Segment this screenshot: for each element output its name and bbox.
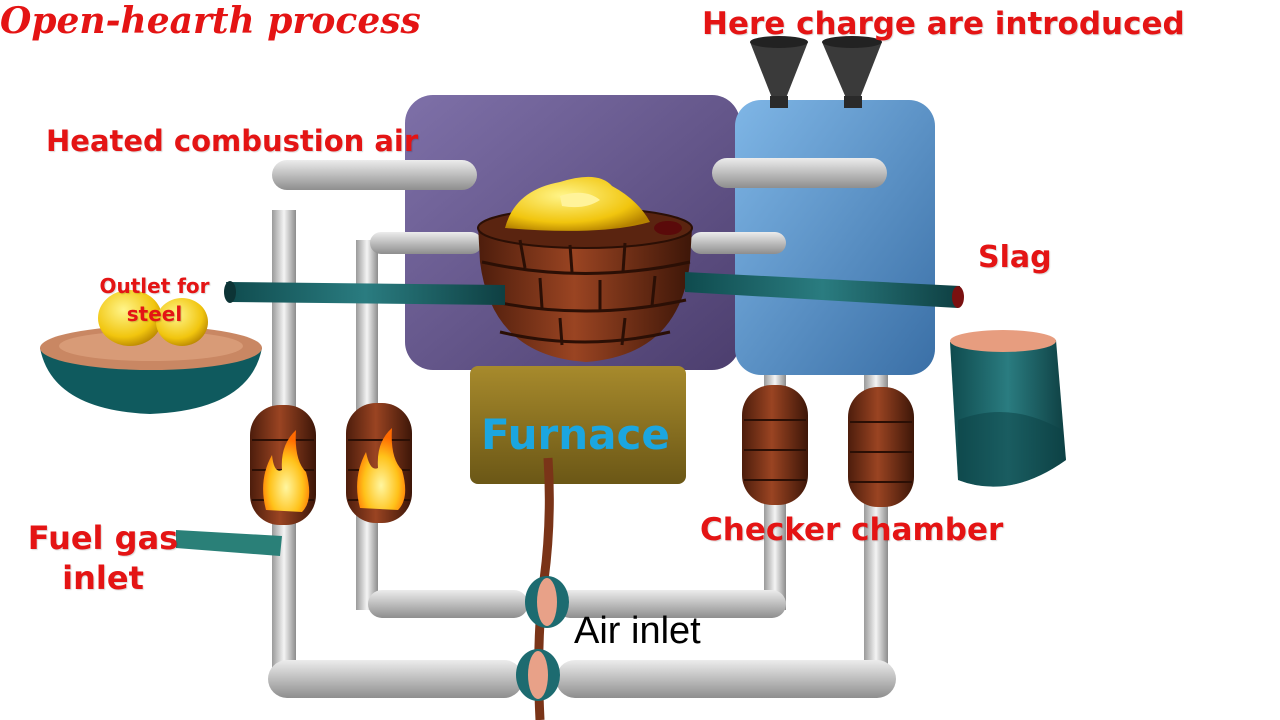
label-slag: Slag xyxy=(978,240,1052,275)
checker-chamber-2 xyxy=(848,387,914,507)
label-checker-chamber: Checker chamber xyxy=(700,512,1004,548)
regenerator-left-2 xyxy=(346,403,412,523)
slag-bucket xyxy=(950,330,1066,487)
label-charge: Here charge are introduced xyxy=(702,6,1185,42)
heated-air-pipes xyxy=(272,158,887,254)
hearth-bowl xyxy=(477,176,693,362)
label-fuel-gas-inlet: Fuel gas inlet xyxy=(27,519,179,597)
outlet-slag-pipes xyxy=(224,272,964,308)
label-heated-combustion-air: Heated combustion air xyxy=(46,124,419,158)
regenerator-left-1 xyxy=(250,405,316,525)
label-outlet-for-steel: Outlet for steel xyxy=(99,274,210,326)
label-air-inlet: Air inlet xyxy=(574,610,701,652)
diagram-title: Open-hearth process xyxy=(0,0,421,42)
fuel-gas-pipe xyxy=(176,530,282,556)
air-inlet-assembly xyxy=(516,457,569,720)
steel-collection-bowl xyxy=(40,290,262,414)
label-furnace: Furnace xyxy=(481,410,670,459)
checker-chamber-1 xyxy=(742,385,808,505)
charge-funnels xyxy=(750,36,882,108)
furnace-block xyxy=(470,366,686,484)
